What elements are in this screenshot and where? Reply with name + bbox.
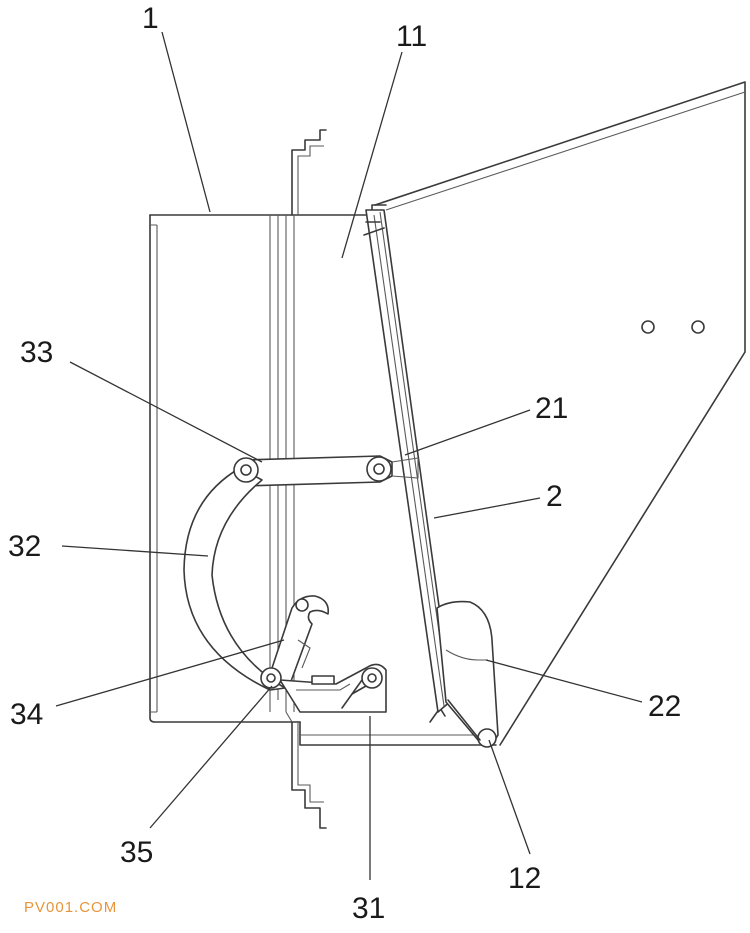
cover-plate [374, 81, 746, 746]
label-21: 21 [535, 392, 568, 425]
label-2: 2 [546, 480, 563, 513]
hinge-block [436, 600, 499, 748]
leader-22 [485, 659, 643, 703]
leader-21 [404, 409, 531, 456]
label-11: 11 [396, 20, 427, 53]
leader-34 [55, 639, 285, 707]
leader-lines [55, 31, 643, 880]
base-bracket [260, 663, 387, 713]
label-33: 33 [20, 336, 53, 369]
label-35: 35 [120, 836, 153, 869]
label-31: 31 [352, 892, 385, 925]
label-22: 22 [648, 690, 681, 723]
leader-33 [69, 361, 263, 463]
leader-11 [341, 51, 403, 259]
link-rod [244, 455, 419, 487]
curved-arm [183, 456, 392, 691]
wall-flange [285, 129, 327, 829]
leader-12 [488, 739, 531, 855]
leader-2 [433, 497, 541, 519]
label-32: 32 [8, 530, 41, 563]
label-34: 34 [10, 698, 43, 731]
leader-1 [161, 31, 211, 213]
watermark: PV001.COM [24, 899, 118, 916]
leader-32 [61, 545, 209, 557]
leader-35 [149, 685, 273, 829]
label-1: 1 [142, 2, 159, 35]
latch-hook [267, 595, 330, 685]
label-12: 12 [508, 862, 541, 895]
